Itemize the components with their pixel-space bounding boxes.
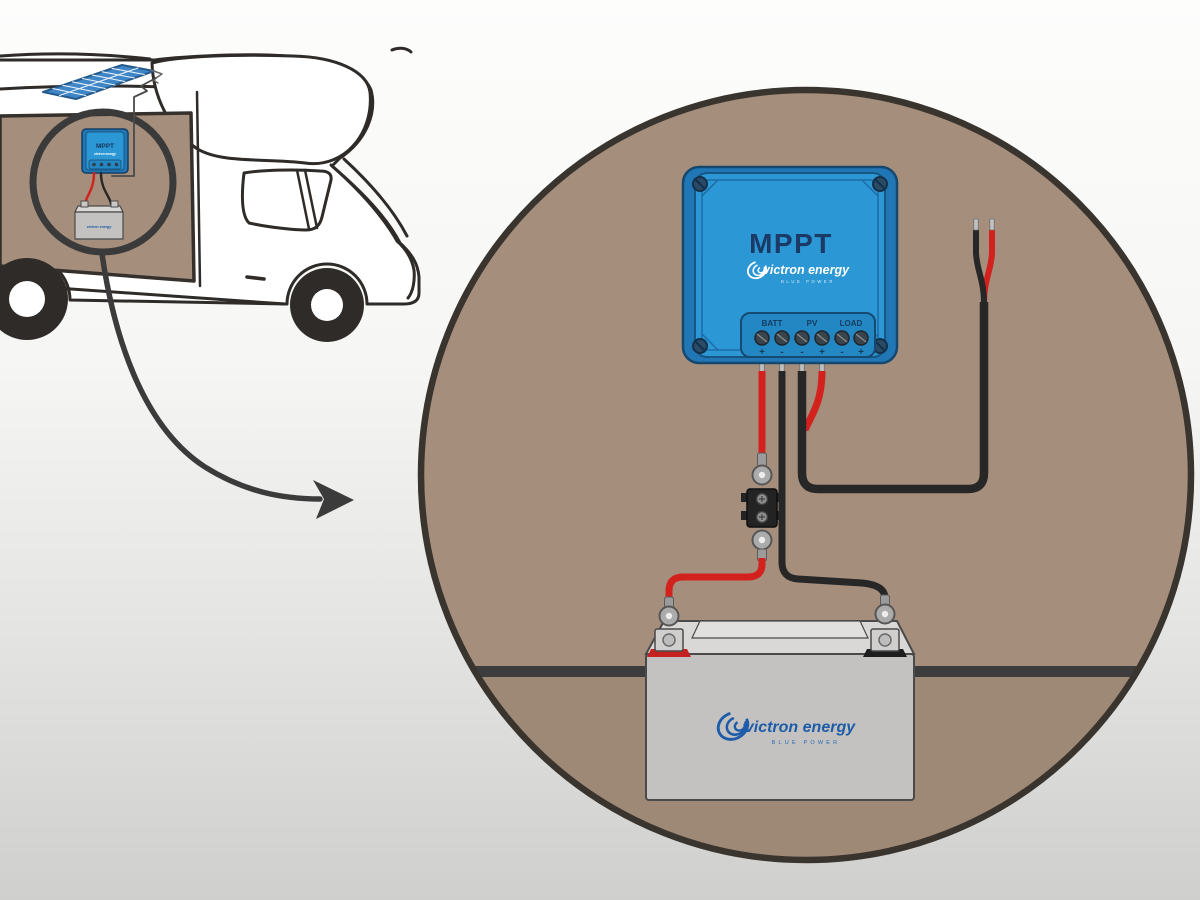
- rv-hood-crease: [395, 239, 416, 300]
- magnifier-circle: [417, 86, 1195, 864]
- rv-overcab: [150, 53, 372, 166]
- ring-terminal: [874, 594, 896, 625]
- battery-brand: victron energy: [745, 719, 856, 736]
- inset-controller-title: MPPT: [96, 143, 114, 150]
- polarity-sign: -: [840, 347, 843, 358]
- polarity-sign: -: [800, 347, 803, 358]
- magnified-view: victron energy BLUE POWER: [417, 86, 1195, 864]
- rv-rear-wheel: [0, 258, 68, 340]
- rv-illustration: MPPT victron energy victron energy: [0, 46, 421, 342]
- battery-lid-plateau: [691, 620, 869, 639]
- polarity-sign: +: [819, 347, 825, 358]
- battery-positive-wire-lower: [665, 558, 766, 600]
- rv-roof-line: [0, 52, 152, 61]
- rv-mirror: [390, 46, 413, 54]
- battery-negative-wire: [778, 371, 889, 601]
- battery-terminal-post-left: [654, 628, 684, 652]
- inline-fuse: [741, 488, 783, 528]
- rv-body-seam: [195, 90, 202, 288]
- battery: victron energy BLUE POWER: [644, 620, 916, 801]
- terminal-strip: BATT PV LOAD + - -: [740, 312, 876, 358]
- inset-battery: victron energy: [74, 200, 124, 240]
- ring-terminal: [751, 452, 773, 486]
- pv-cable: [797, 218, 995, 494]
- battery-wiring: [658, 362, 896, 627]
- inset-battery-brand: victron energy: [87, 225, 113, 229]
- terminal-label-pv: PV: [807, 319, 818, 328]
- battery-tagline: BLUE POWER: [772, 740, 841, 746]
- rv-window-pillar2: [303, 168, 319, 230]
- rv-front-wheel: [290, 268, 364, 342]
- battery-terminal-post-right: [870, 628, 900, 652]
- polarity-sign: +: [759, 347, 765, 358]
- controller-logo: victron energy BLUE POWER: [744, 257, 850, 284]
- controller-title: MPPT: [749, 228, 833, 259]
- terminal-label-batt: BATT: [762, 319, 783, 328]
- controller-brand: victron energy: [763, 263, 850, 277]
- zoom-arrow: [99, 251, 354, 519]
- battery-case: [645, 653, 915, 801]
- rv-side-window: [240, 168, 333, 232]
- terminal-label-load: LOAD: [840, 319, 863, 328]
- mounting-screws: [692, 176, 888, 354]
- ring-terminal: [658, 596, 680, 627]
- polarity-sign: -: [780, 347, 783, 358]
- controller-tagline: BLUE POWER: [781, 279, 835, 284]
- rv-windshield-edge: [329, 163, 399, 243]
- rv-window-pillar: [295, 168, 311, 231]
- panel-junction-bracket: [150, 69, 163, 84]
- panel-feed-wire: [111, 77, 157, 177]
- pv-positive-wire: [801, 370, 826, 432]
- inset-controller-brand: victron energy: [94, 152, 116, 156]
- rv-door-handle: [245, 275, 266, 281]
- pv-cable-black-tip: [973, 230, 987, 303]
- polarity-sign: +: [858, 347, 864, 358]
- rv-windshield-edge2: [342, 157, 409, 238]
- inset-controller: MPPT victron energy: [81, 128, 129, 174]
- solar-panel: [42, 64, 163, 100]
- pv-pair-cable: [797, 302, 989, 494]
- mppt-controller: MPPT victron energy BLUE POWER BATT PV L…: [681, 165, 899, 365]
- battery-logo: victron energy BLUE POWER: [712, 706, 856, 746]
